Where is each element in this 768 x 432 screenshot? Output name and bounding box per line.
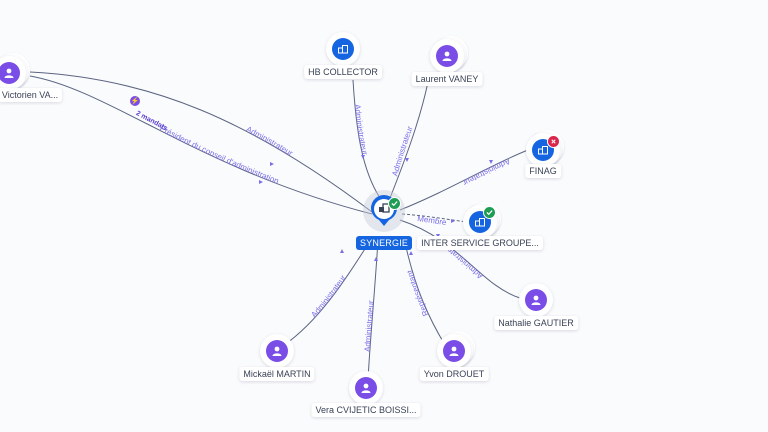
status-closed-icon	[547, 135, 560, 148]
edge-label: Administrateur	[461, 157, 511, 188]
person-icon	[443, 340, 465, 362]
person-icon	[355, 377, 377, 399]
node-label: INTER SERVICE GROUPE...	[417, 236, 543, 250]
node-halo	[260, 334, 294, 368]
node-halo	[437, 331, 475, 368]
mandate-icon: ⚡	[130, 96, 140, 106]
arrow-icon	[409, 251, 413, 255]
person-icon	[0, 62, 20, 84]
edge-label: Administrateur	[390, 125, 414, 177]
node-label: Yvon DROUET	[419, 367, 489, 381]
node-label: Laurent VANEY	[411, 72, 483, 86]
edge-label: Représentant	[405, 268, 431, 317]
node-halo	[326, 32, 360, 66]
edge-victorien-administrateur[interactable]	[29, 71, 373, 213]
arrow-icon	[259, 180, 263, 184]
person-icon	[525, 289, 547, 311]
arrow-icon	[361, 155, 365, 159]
arrow-icon	[489, 160, 493, 164]
company-icon	[332, 38, 354, 60]
center-node-label: SYNERGIE	[356, 236, 413, 250]
node-halo	[519, 283, 553, 317]
node-label: Nathalie GAUTIER	[494, 316, 578, 330]
node-label: Vera CVIJETIC BOISSI...	[311, 403, 421, 417]
arrow-icon	[270, 162, 274, 166]
node-halo	[0, 53, 30, 90]
arrow-icon	[374, 257, 378, 261]
status-active-icon	[388, 197, 401, 210]
status-active-icon	[483, 206, 496, 219]
edge-labels: Administrateur Président du conseil d'ad…	[158, 104, 511, 352]
edge-hbcollector[interactable]	[352, 79, 381, 199]
node-halo	[430, 36, 468, 73]
edge-label: Administrateur	[353, 104, 370, 156]
edge-label: Membre	[417, 214, 448, 227]
person-icon	[436, 45, 458, 67]
node-label: Victorien VA...	[0, 88, 63, 102]
node-label: FINAG	[525, 164, 561, 178]
edge-label: Administrateur	[363, 300, 376, 352]
edge-label: Administrateur	[245, 125, 295, 158]
person-icon	[266, 340, 288, 362]
node-label: Mickaël MARTIN	[239, 367, 315, 381]
edge-label: Administrateur	[309, 273, 348, 319]
node-label: HB COLLECTOR	[304, 65, 382, 79]
arrow-icon	[340, 249, 344, 253]
arrow-icon	[451, 219, 455, 223]
arrow-icon	[405, 158, 409, 162]
node-halo	[349, 371, 383, 405]
